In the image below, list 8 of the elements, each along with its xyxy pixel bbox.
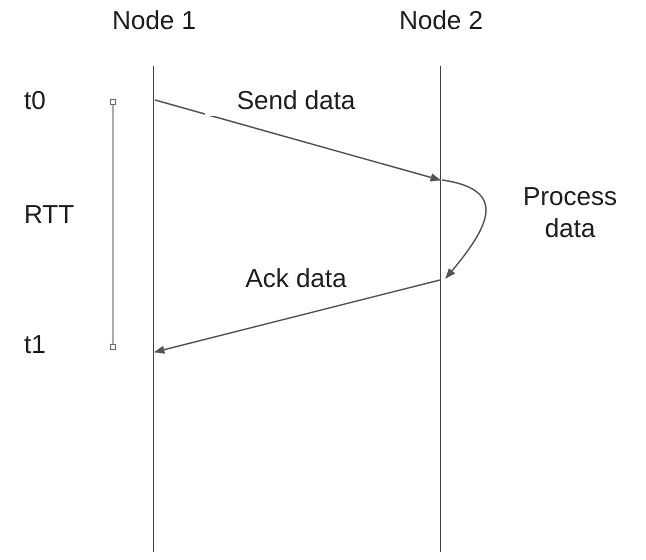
time-label: t1 [24, 328, 46, 360]
time-label: t0 [24, 84, 46, 116]
arrow [154, 279, 440, 354]
lifeline-heading: Node 2 [398, 4, 484, 36]
arrow [442, 179, 486, 279]
interval-label: RTT [24, 198, 74, 230]
arrow [154, 99, 441, 182]
lifeline-heading: Node 1 [111, 4, 197, 36]
